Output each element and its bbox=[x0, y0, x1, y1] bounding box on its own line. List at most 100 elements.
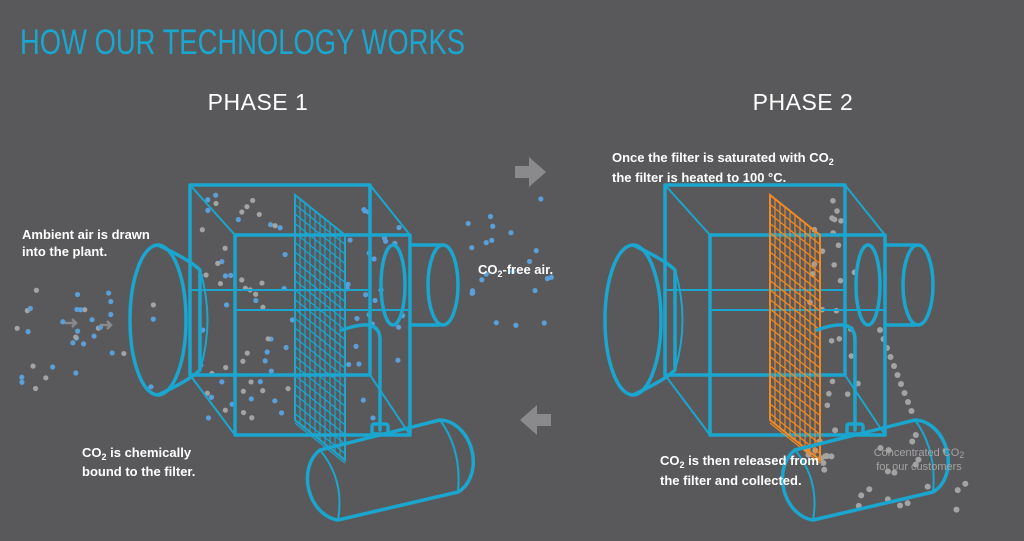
particle-dot bbox=[73, 334, 79, 340]
arrow-right-icon bbox=[515, 157, 546, 187]
particle-dot bbox=[204, 390, 210, 396]
particle-dot bbox=[89, 317, 95, 323]
intake-funnel-rim bbox=[603, 243, 663, 397]
outlet-ring bbox=[379, 243, 407, 327]
intake-funnel-body bbox=[156, 243, 202, 397]
particle-dot bbox=[370, 415, 376, 421]
particle-dot bbox=[887, 354, 894, 360]
particle-dot bbox=[150, 302, 156, 308]
particle-dot bbox=[213, 200, 219, 207]
particle-dot bbox=[235, 216, 241, 223]
particle-dot bbox=[25, 329, 31, 335]
particle-dot bbox=[203, 272, 209, 278]
particle-dot bbox=[205, 197, 211, 203]
outlet-cap bbox=[426, 243, 460, 327]
particle-dot bbox=[962, 480, 969, 487]
particle-dot bbox=[244, 350, 250, 356]
particle-dot bbox=[821, 466, 828, 473]
particle-dot bbox=[508, 230, 514, 236]
particle-dot bbox=[73, 370, 79, 376]
particle-dot bbox=[43, 375, 49, 381]
particle-dot bbox=[219, 379, 225, 385]
particle-dot bbox=[259, 280, 265, 286]
particle-dot bbox=[108, 311, 114, 318]
mesh-frame bbox=[294, 192, 346, 463]
particle-dot bbox=[345, 281, 351, 287]
particle-dot bbox=[915, 456, 922, 463]
filter-mesh bbox=[294, 192, 346, 464]
particle-dot bbox=[836, 335, 843, 342]
particle-dot bbox=[834, 208, 840, 214]
particle-dot bbox=[912, 461, 919, 468]
outlet-ring bbox=[854, 243, 882, 327]
particle-dot bbox=[820, 460, 827, 467]
particle-dot bbox=[150, 316, 156, 322]
particle-dot bbox=[75, 328, 81, 334]
particle-dot bbox=[19, 374, 25, 380]
particle-dot bbox=[891, 469, 898, 476]
mesh-frame bbox=[769, 192, 821, 463]
intake-funnel-body bbox=[631, 243, 677, 397]
particle-dot bbox=[356, 361, 362, 367]
particle-dot bbox=[32, 385, 39, 392]
particle-dot bbox=[205, 207, 211, 213]
phase1-plant bbox=[128, 183, 476, 522]
particle-dot bbox=[267, 222, 274, 228]
particle-dot bbox=[91, 333, 97, 339]
particle-dot bbox=[250, 197, 256, 204]
particle-dot bbox=[487, 213, 494, 220]
particle-dot bbox=[249, 415, 255, 421]
particle-dot bbox=[877, 327, 883, 333]
funnel-neck bbox=[674, 269, 684, 371]
phase2-heading: PHASE 2 bbox=[753, 89, 854, 115]
particle-dot bbox=[826, 390, 832, 397]
particle-dot bbox=[222, 407, 228, 413]
particle-dot bbox=[884, 468, 891, 475]
particle-dot bbox=[493, 320, 499, 326]
particle-dot bbox=[240, 358, 246, 364]
particle-dot bbox=[372, 297, 378, 304]
particle-dot bbox=[222, 245, 228, 251]
filter-mesh bbox=[769, 192, 821, 464]
particle-dot bbox=[50, 364, 56, 370]
particle-dot bbox=[363, 292, 369, 298]
particle-dot bbox=[395, 357, 401, 363]
particle-dot bbox=[285, 385, 291, 392]
particle-dot bbox=[240, 409, 247, 416]
particle-dot bbox=[248, 379, 254, 385]
particle-dot bbox=[106, 290, 112, 296]
particle-dot bbox=[265, 336, 271, 342]
page-title: HOW OUR TECHNOLOGY WORKS bbox=[20, 23, 465, 62]
particle-dot bbox=[383, 238, 389, 244]
particle-dot bbox=[835, 242, 842, 249]
particle-dot bbox=[513, 322, 519, 328]
particle-dot bbox=[533, 248, 539, 254]
particle-dot bbox=[891, 363, 897, 369]
box-edges bbox=[664, 184, 886, 436]
particle-dot bbox=[828, 453, 835, 460]
particle-dot bbox=[877, 444, 884, 451]
particle-dot bbox=[838, 218, 844, 224]
particle-dot bbox=[239, 277, 245, 283]
particle-dot bbox=[148, 384, 154, 390]
particle-dot bbox=[223, 302, 230, 308]
particle-dot bbox=[14, 325, 20, 331]
particle-dot bbox=[219, 259, 225, 265]
particle-dot bbox=[866, 486, 873, 493]
particle-dot bbox=[544, 275, 551, 282]
particle-dot bbox=[289, 317, 296, 323]
particle-dot bbox=[894, 372, 901, 378]
particle-dot bbox=[82, 307, 88, 313]
collection-pipe bbox=[340, 323, 382, 432]
particle-dot bbox=[240, 388, 246, 394]
particle-dot bbox=[278, 410, 285, 416]
particle-dot bbox=[371, 256, 377, 262]
particle-dot bbox=[272, 223, 278, 229]
particle-dot bbox=[256, 211, 262, 218]
particle-dot bbox=[260, 304, 266, 310]
particle-dot bbox=[30, 363, 36, 369]
